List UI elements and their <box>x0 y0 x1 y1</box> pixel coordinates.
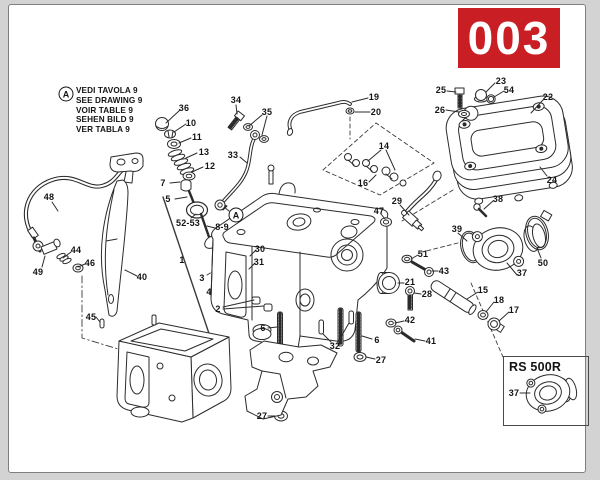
valve-cover-group <box>445 95 573 205</box>
part-label-41: 41 <box>425 336 437 346</box>
part-label-49: 49 <box>32 267 44 277</box>
marker-a: A <box>58 86 74 102</box>
part-label-27: 27 <box>256 411 268 421</box>
part-label-35: 35 <box>261 107 273 117</box>
part-label-51: 51 <box>417 249 429 259</box>
part-label-1: 1 <box>179 255 185 265</box>
plate-number: 003 <box>467 12 551 64</box>
part-label-8-9: 8-9 <box>215 222 229 232</box>
part-label-17: 17 <box>508 305 520 315</box>
part-label-48: 48 <box>43 192 55 202</box>
part-label-37: 37 <box>508 388 520 398</box>
part-label-6: 6 <box>260 323 266 333</box>
part-label-33: 33 <box>227 150 239 160</box>
inset-title: RS 500R <box>509 360 562 374</box>
note-line: VER TABLA 9 <box>76 125 130 135</box>
part-label-24: 24 <box>546 175 558 185</box>
cover-cap-group <box>454 87 496 119</box>
part-label-12: 12 <box>204 161 216 171</box>
part-label-6: 6 <box>374 335 380 345</box>
part-label-38: 38 <box>492 194 504 204</box>
part-label-4: 4 <box>206 287 212 297</box>
part-label-16: 16 <box>357 178 369 188</box>
part-label-22: 22 <box>542 92 554 102</box>
part-label-20: 20 <box>370 107 382 117</box>
note-line: VOIR TABLE 9 <box>76 105 134 115</box>
part-label-11: 11 <box>192 132 202 142</box>
part-label-21: 21 <box>404 277 416 287</box>
part-label-40: 40 <box>136 272 148 282</box>
part-label-36: 36 <box>178 103 190 113</box>
part-label-25: 25 <box>435 85 447 95</box>
part-label-54: 54 <box>503 85 515 95</box>
part-label-10: 10 <box>185 118 197 128</box>
part-label-43: 43 <box>438 266 450 276</box>
part-label-19: 19 <box>368 92 380 102</box>
part-label-18: 18 <box>493 295 505 305</box>
crankcase-group <box>99 314 232 423</box>
spark-plug-group <box>380 170 442 232</box>
part-label-28: 28 <box>421 289 433 299</box>
part-label-47: 47 <box>373 206 385 216</box>
note-line: VEDI TAVOLA 9 <box>76 86 138 95</box>
part-label-45: 45 <box>85 312 97 322</box>
leader-lines <box>41 82 548 417</box>
decompressor-group <box>32 238 84 273</box>
part-label-39: 39 <box>451 224 463 234</box>
part-label-23: 23 <box>495 76 507 86</box>
tensioner-blade-40 <box>100 179 129 317</box>
note-line: SEHEN BILD 9 <box>76 115 134 125</box>
oil-line-group <box>214 110 269 211</box>
inset-flange-37 <box>519 374 578 414</box>
part-label-32: 32 <box>329 341 341 351</box>
part-label-34: 34 <box>230 95 242 105</box>
inset-box-rs500r: RS 500R <box>503 356 589 426</box>
part-label-7: 7 <box>160 178 166 188</box>
part-label-27: 27 <box>375 355 387 365</box>
part-label-15: 15 <box>477 285 489 295</box>
rocker-group <box>344 153 407 187</box>
part-label-13: 13 <box>198 147 210 157</box>
part-label-31: 31 <box>253 257 265 267</box>
part-label-50: 50 <box>537 258 549 268</box>
part-label-42: 42 <box>404 315 416 325</box>
part-label-52-53: 52-53 <box>175 218 201 228</box>
part-label-37: 37 <box>516 268 528 278</box>
cable-bracket <box>109 152 144 184</box>
part-label-2: 2 <box>215 304 221 314</box>
mount-bracket <box>244 340 338 420</box>
cylinder-head-group <box>210 164 389 422</box>
marker-a: A <box>228 207 244 223</box>
manifold-group <box>460 203 553 271</box>
breather-pipe-group <box>286 100 355 136</box>
part-label-5: 5 <box>165 194 171 204</box>
part-label-3: 3 <box>199 273 205 283</box>
part-label-30: 30 <box>254 244 266 254</box>
part-label-44: 44 <box>70 245 82 255</box>
part-label-14: 14 <box>378 141 390 151</box>
plate-number-badge: 003 <box>458 8 560 68</box>
note-line: SEE DRAWING 9 <box>76 95 143 105</box>
part-label-26: 26 <box>434 105 446 115</box>
part-label-46: 46 <box>84 258 96 268</box>
part-label-29: 29 <box>391 196 403 206</box>
